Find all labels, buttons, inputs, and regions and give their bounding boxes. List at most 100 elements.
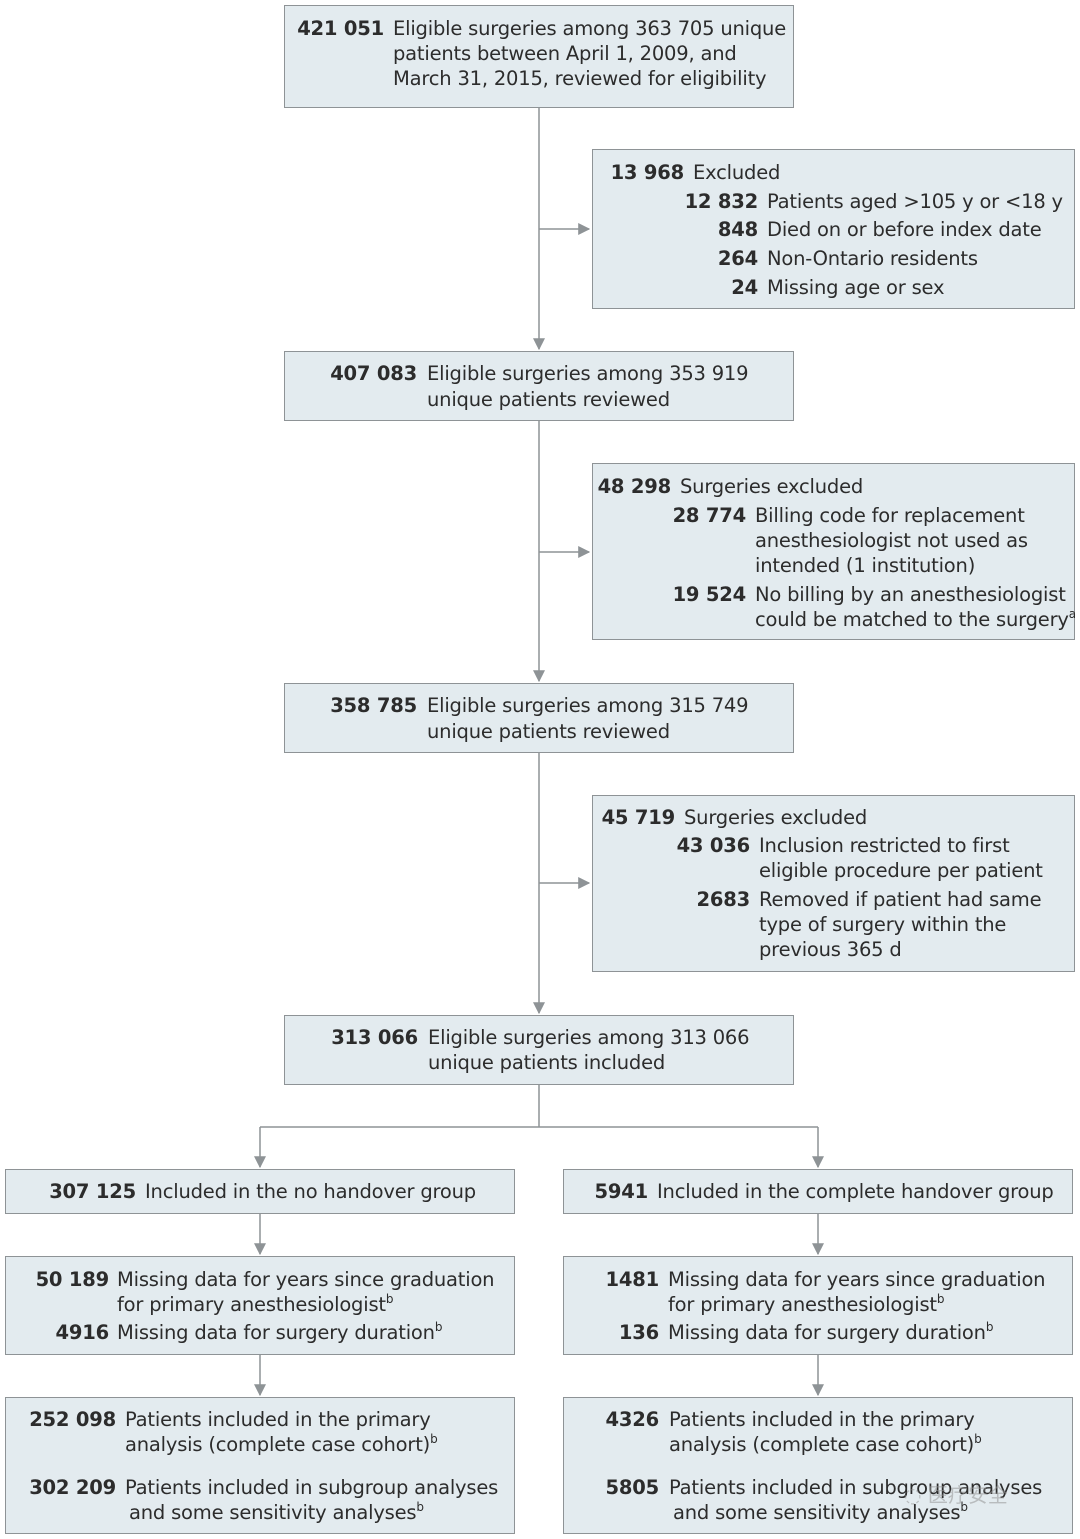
box-text: Billing code for replacement [755,504,1025,527]
box-text: March 31, 2015, reviewed for eligibility [393,67,767,90]
count: 307 125 [49,1180,136,1203]
count: 421 051 [297,17,384,40]
box-text: No billing by an anesthesiologist [755,583,1066,606]
line: and some sensitivity analyses [129,1501,417,1524]
count: 407 083 [330,362,417,385]
line: and some sensitivity analyses [673,1501,961,1524]
box-text-with-footnote: Missing data for surgery durationb [117,1320,442,1345]
count: 136 [618,1321,659,1344]
box-text: Patients included in the primary [125,1408,431,1431]
box-text: Non-Ontario residents [767,247,978,270]
box-text: previous 365 d [759,938,902,961]
footnote-marker: b [385,1292,394,1306]
footnote-marker: b [960,1500,968,1514]
box-excluded-3 [592,795,1075,972]
wechat-icon: ◌ [904,1483,922,1507]
count: 19 524 [672,583,747,606]
box-complete-handover-group [563,1169,1073,1214]
box-text: Removed if patient had same [759,888,1042,911]
box-text-with-footnote: could be matched to the surgerya [755,607,1076,632]
box-text: Patients included in the primary [669,1408,975,1431]
box-label: Surgeries excluded [680,475,864,498]
box-eligible-3 [284,683,794,753]
box-text: unique patients included [428,1051,666,1074]
box-eligible-2 [284,351,794,421]
box-missing-no-handover [5,1256,515,1355]
box-text: unique patients reviewed [427,720,670,743]
count: 24 [731,276,758,299]
line: for primary anesthesiologist [117,1293,386,1316]
footnote-marker: b [434,1320,443,1334]
box-included-final [284,1015,794,1085]
box-no-handover-group [5,1169,515,1214]
box-eligible-initial [284,5,794,108]
box-text: Missing data for years since graduation [117,1268,495,1291]
count: 43 036 [676,834,751,857]
box-text-with-footnote: for primary anesthesiologistb [668,1292,944,1317]
count: 313 066 [331,1026,418,1049]
count: 2683 [696,888,751,911]
box-text: Missing age or sex [767,276,945,299]
count: 48 298 [597,475,672,498]
count: 1481 [605,1268,660,1291]
box-text: Included in the no handover group [145,1180,476,1203]
box-text-with-footnote: analysis (complete case cohort)b [669,1432,982,1457]
box-text: eligible procedure per patient [759,859,1043,882]
box-label: Excluded [693,161,781,184]
count: 5805 [605,1476,660,1499]
box-text: Included in the complete handover group [657,1180,1054,1203]
box-text: type of surgery within the [759,913,1007,936]
box-text: Patients aged >105 y or <18 y [767,190,1063,213]
count: 848 [717,218,758,241]
box-text: Eligible surgeries among 363 705 unique [393,17,787,40]
line: analysis (complete case cohort) [669,1433,975,1456]
count: 12 832 [684,190,759,213]
box-text-with-footnote: Missing data for surgery durationb [668,1320,993,1345]
count: 302 209 [29,1476,116,1499]
footnote-marker: b [974,1432,982,1446]
count: 358 785 [330,694,417,717]
count: 4326 [605,1408,660,1431]
count: 252 098 [29,1408,116,1431]
box-text-with-footnote: for primary anesthesiologistb [117,1292,393,1317]
line: Missing data for surgery duration [117,1321,435,1344]
footnote-marker: b [416,1500,424,1514]
box-text: intended (1 institution) [755,554,976,577]
box-text: anesthesiologist not used as [755,529,1028,552]
footnote-marker: a [1068,607,1076,621]
footnote-marker: b [936,1292,945,1306]
box-analysis-no-handover [5,1397,515,1534]
box-text: Inclusion restricted to first [759,834,1010,857]
box-text: patients between April 1, 2009, and [393,42,737,65]
watermark: ◌ 医疗安全 [904,1479,1008,1508]
box-analysis-complete-handover [563,1397,1073,1534]
box-excluded-1 [592,149,1075,309]
box-text: Died on or before index date [767,218,1042,241]
footnote-marker: b [430,1432,438,1446]
footnote-marker: b [985,1320,994,1334]
box-missing-complete-handover [563,1256,1073,1355]
box-text: Missing data for years since graduation [668,1268,1046,1291]
box-label: Surgeries excluded [684,806,868,829]
count: 264 [717,247,758,270]
box-excluded-2 [592,463,1075,640]
count: 4916 [55,1321,110,1344]
watermark-text: 医疗安全 [927,1483,1008,1507]
box-text: Patients included in subgroup analyses [125,1476,499,1499]
count: 5941 [594,1180,649,1203]
box-text-with-footnote: and some sensitivity analysesb [673,1500,968,1525]
count: 28 774 [672,504,747,527]
box-text-with-footnote: analysis (complete case cohort)b [125,1432,438,1457]
line: could be matched to the surgery [755,608,1069,631]
count: 45 719 [601,806,676,829]
box-text: Patients included in subgroup analyses [669,1476,1043,1499]
line: Missing data for surgery duration [668,1321,986,1344]
line: for primary anesthesiologist [668,1293,937,1316]
box-text: Eligible surgeries among 315 749 [427,694,749,717]
box-text: unique patients reviewed [427,388,670,411]
count: 50 189 [35,1268,110,1291]
box-text-with-footnote: and some sensitivity analysesb [129,1500,424,1525]
box-text: Eligible surgeries among 353 919 [427,362,749,385]
count: 13 968 [610,161,685,184]
